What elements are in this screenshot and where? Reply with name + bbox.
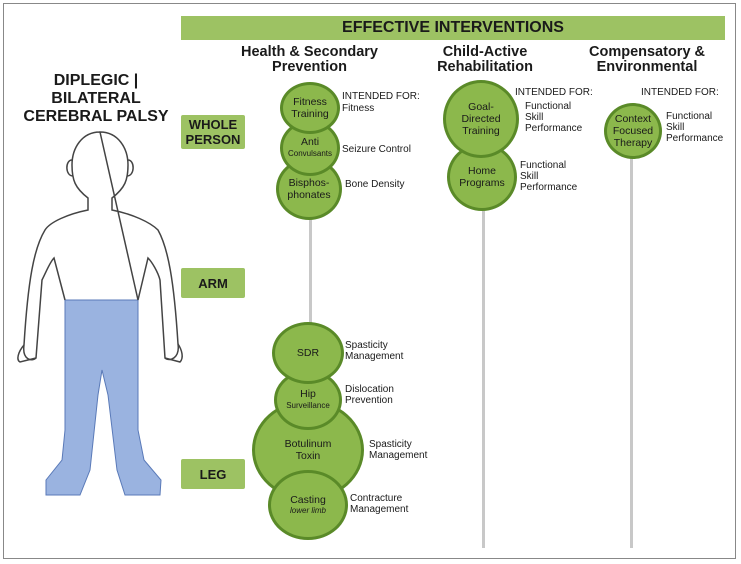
row-tag-arm: ARM: [181, 268, 245, 298]
purpose-botulinum: Spasticity Management: [369, 439, 427, 461]
intervention-label: phonates: [287, 189, 331, 201]
column-title-line: Rehabilitation: [437, 59, 533, 75]
main-title-line: DIPLEGIC |: [53, 72, 139, 89]
column-line-compensatory: [630, 155, 633, 548]
purpose-line: Skill: [525, 112, 544, 123]
purpose-hip: Dislocation Prevention: [345, 384, 394, 406]
purpose-context: Functional Skill Performance: [666, 111, 723, 144]
intervention-sdr: SDR: [272, 322, 344, 384]
intervention-fitness-training: Fitness Training: [280, 82, 340, 134]
purpose-line: Functional: [666, 111, 713, 122]
column-title-line: Child-Active: [442, 44, 528, 60]
purpose-casting: Contracture Management: [350, 493, 408, 515]
column-title-compensatory: Compensatory & Environmental: [572, 45, 722, 75]
purpose-bone-density: Bone Density: [345, 179, 404, 190]
leg-highlight: [45, 299, 162, 496]
intervention-label: SDR: [296, 347, 320, 359]
right-ear: [126, 159, 134, 177]
row-tag-whole-person: WHOLE PERSON: [181, 115, 245, 149]
intervention-casting: Casting lower limb: [268, 470, 348, 540]
purpose-line: Functional: [520, 160, 567, 171]
purpose-seizure: Seizure Control: [342, 144, 411, 155]
intervention-label: Training: [462, 125, 500, 137]
intended-for-label: INTENDED FOR:: [641, 87, 719, 98]
child-figure: [17, 131, 183, 496]
intervention-label: Toxin: [295, 450, 321, 462]
row-tag-leg: LEG: [181, 459, 245, 489]
intervention-label: Botulinum: [284, 438, 332, 450]
diagram-frame: [3, 3, 736, 559]
intervention-label: Focused: [612, 125, 654, 137]
right-hand: [164, 343, 183, 363]
purpose-line: Spasticity: [345, 340, 388, 351]
purpose-line: Management: [345, 351, 404, 362]
purpose-line: Fitness: [342, 103, 375, 114]
intervention-sublabel: lower limb: [289, 506, 326, 515]
purpose-goal: Functional Skill Performance: [525, 101, 582, 134]
intervention-label: Anti: [300, 136, 320, 148]
purpose-line: Spasticity: [369, 439, 412, 450]
column-title-line: Compensatory &: [588, 44, 706, 60]
purpose-line: Performance: [525, 123, 583, 134]
purpose-line: Management: [350, 504, 409, 515]
row-tag-line: WHOLE: [188, 117, 238, 132]
intervention-goal-directed-training: Goal- Directed Training: [443, 80, 519, 158]
purpose-line: Bone Density: [345, 179, 405, 190]
intended-for-label: INTENDED FOR:: [515, 87, 593, 98]
main-title: DIPLEGIC | BILATERAL CEREBRAL PALSY: [16, 72, 176, 126]
intended-for-label: INTENDED FOR:: [342, 91, 420, 102]
left-hand: [17, 344, 37, 363]
purpose-line: Management: [369, 450, 428, 461]
purpose-line: Dislocation: [345, 384, 394, 395]
purpose-line: Skill: [520, 171, 539, 182]
intervention-context-focused-therapy: Context Focused Therapy: [604, 103, 662, 159]
intervention-label: Fitness: [293, 96, 327, 108]
main-title-line: BILATERAL: [51, 90, 141, 107]
column-line-health: [309, 200, 312, 340]
purpose-home: Functional Skill Performance: [520, 160, 577, 193]
intervention-label: Casting: [290, 494, 326, 506]
column-title-line: Health & Secondary: [241, 44, 378, 60]
intervention-label: Programs: [459, 177, 505, 189]
purpose-line: Prevention: [345, 395, 393, 406]
row-tag-line: PERSON: [185, 132, 241, 147]
column-title-rehab: Child-Active Rehabilitation: [420, 45, 550, 75]
purpose-line: Seizure Control: [342, 144, 411, 155]
purpose-line: Performance: [666, 133, 724, 144]
purpose-fitness: Fitness: [342, 103, 374, 114]
column-line-rehab: [482, 205, 485, 548]
purpose-line: Functional: [525, 101, 572, 112]
column-title-health: Health & Secondary Prevention: [222, 45, 397, 75]
banner: EFFECTIVE INTERVENTIONS: [181, 16, 725, 40]
intervention-label: Goal-: [468, 101, 494, 113]
intervention-label: Training: [291, 108, 329, 120]
intervention-label: Context: [614, 113, 652, 125]
purpose-line: Skill: [666, 122, 685, 133]
purpose-line: Performance: [520, 182, 578, 193]
column-title-line: Prevention: [272, 59, 347, 75]
purpose-sdr: Spasticity Management: [345, 340, 403, 362]
main-title-line: CEREBRAL PALSY: [23, 108, 169, 125]
column-title-line: Environmental: [596, 59, 698, 75]
intervention-label: Therapy: [613, 137, 653, 149]
intervention-label: Bisphos-: [288, 177, 330, 189]
intervention-label: Home: [467, 165, 496, 177]
intervention-label: Directed: [461, 113, 501, 125]
intervention-label: Surveillance: [286, 401, 330, 410]
body-outline: [23, 131, 179, 361]
left-ear: [66, 159, 74, 177]
purpose-line: Contracture: [350, 493, 403, 504]
intervention-label: Hip: [300, 388, 316, 400]
intervention-label: Convulsants: [287, 149, 333, 158]
